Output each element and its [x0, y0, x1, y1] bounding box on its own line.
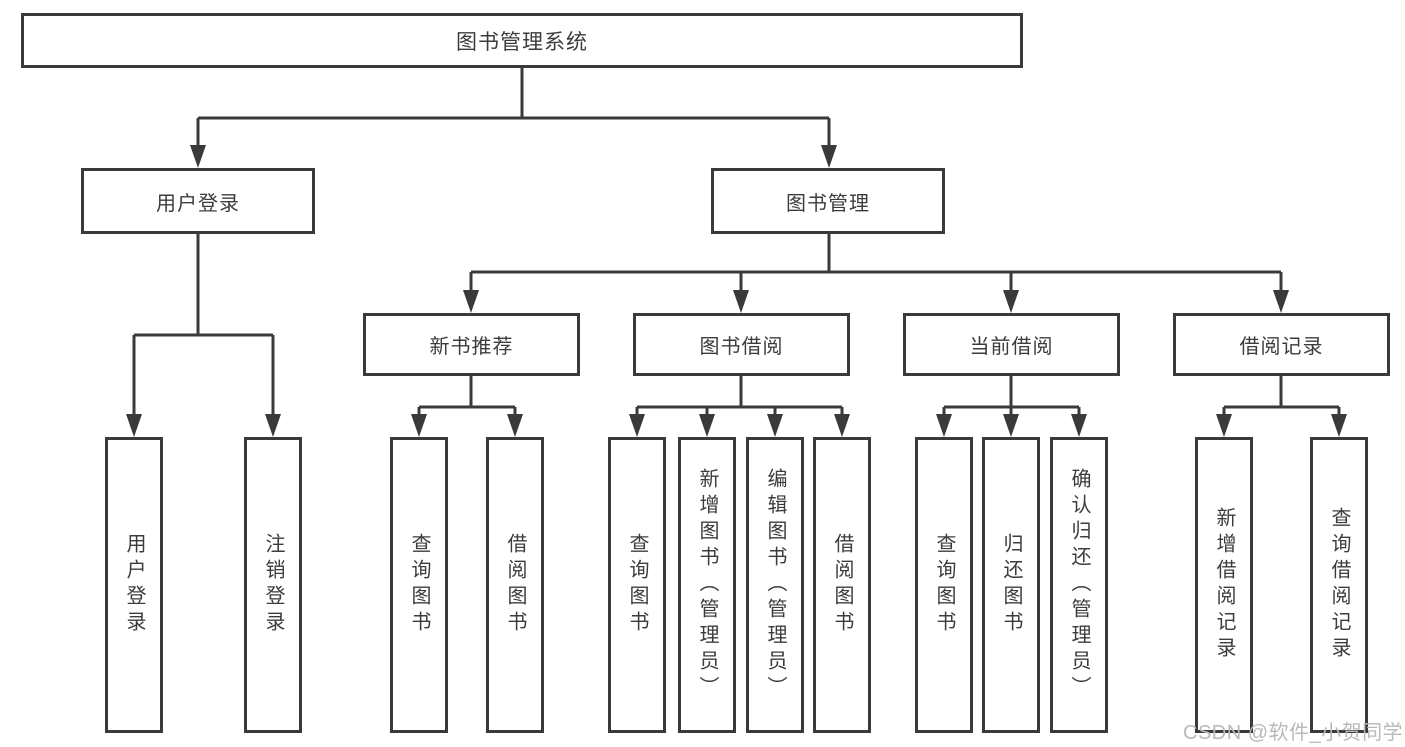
leaf-records-query-record: 查询借阅记录 — [1310, 437, 1368, 733]
node-current-borrowing: 当前借阅 — [903, 313, 1120, 376]
leaf-newbook-borrow-books: 借阅图书 — [486, 437, 544, 733]
node-root-title: 图书管理系统 — [21, 13, 1023, 68]
arrowhead-icons — [126, 145, 1347, 437]
leaf-records-add-record: 新增借阅记录 — [1195, 437, 1253, 733]
leaf-borrow-edit-books-admin: 编辑图书（管理员） — [746, 437, 804, 733]
node-borrowing-records: 借阅记录 — [1173, 313, 1390, 376]
leaf-current-query-books: 查询图书 — [915, 437, 973, 733]
leaf-current-confirm-return-admin: 确认归还（管理员） — [1050, 437, 1108, 733]
leaf-borrow-borrow-books: 借阅图书 — [813, 437, 871, 733]
leaf-logout: 注销登录 — [244, 437, 302, 733]
node-user-login: 用户登录 — [81, 168, 315, 234]
leaf-current-return-books: 归还图书 — [982, 437, 1040, 733]
leaf-borrow-add-books-admin: 新增图书（管理员） — [678, 437, 736, 733]
leaf-newbook-query-books: 查询图书 — [390, 437, 448, 733]
node-book-borrowing: 图书借阅 — [633, 313, 850, 376]
leaf-user-login: 用户登录 — [105, 437, 163, 733]
leaf-borrow-query-books: 查询图书 — [608, 437, 666, 733]
node-new-book-recommend: 新书推荐 — [363, 313, 580, 376]
csdn-watermark: CSDN @软件_小贺同学 — [1183, 722, 1404, 744]
node-book-management: 图书管理 — [711, 168, 945, 234]
